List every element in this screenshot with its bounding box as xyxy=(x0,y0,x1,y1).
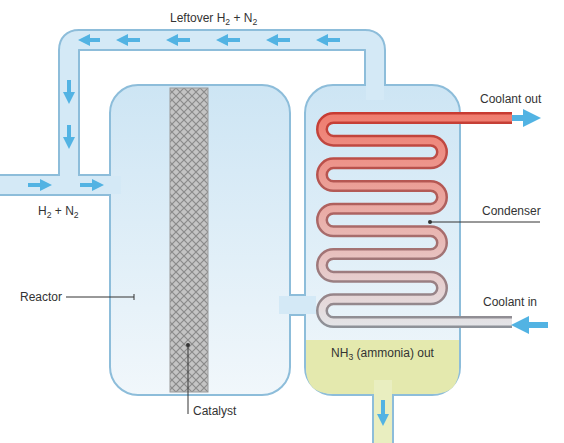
reactor-vessel xyxy=(110,85,290,395)
catalyst-bed xyxy=(170,88,208,392)
part-label: Catalyst xyxy=(193,404,236,418)
leader-lines xyxy=(66,222,540,414)
leader-dot xyxy=(186,343,190,347)
part-label: H2 + N2 xyxy=(38,204,79,218)
condenser-coil xyxy=(322,118,512,322)
part-label: Coolant out xyxy=(480,92,541,106)
coil-tube-inner xyxy=(322,118,512,322)
part-label: Coolant in xyxy=(483,295,537,309)
leader-dot xyxy=(428,220,432,224)
ammonia-outlet xyxy=(374,380,392,443)
part-label: Condenser xyxy=(482,204,541,218)
coil-tube xyxy=(322,118,512,322)
part-label: Reactor xyxy=(20,290,62,304)
liquid-band: NH3 (ammonia) out xyxy=(306,340,459,366)
part-label: Leftover H2 + N2 xyxy=(170,11,257,25)
band-text: NH3 (ammonia) out xyxy=(331,346,434,360)
